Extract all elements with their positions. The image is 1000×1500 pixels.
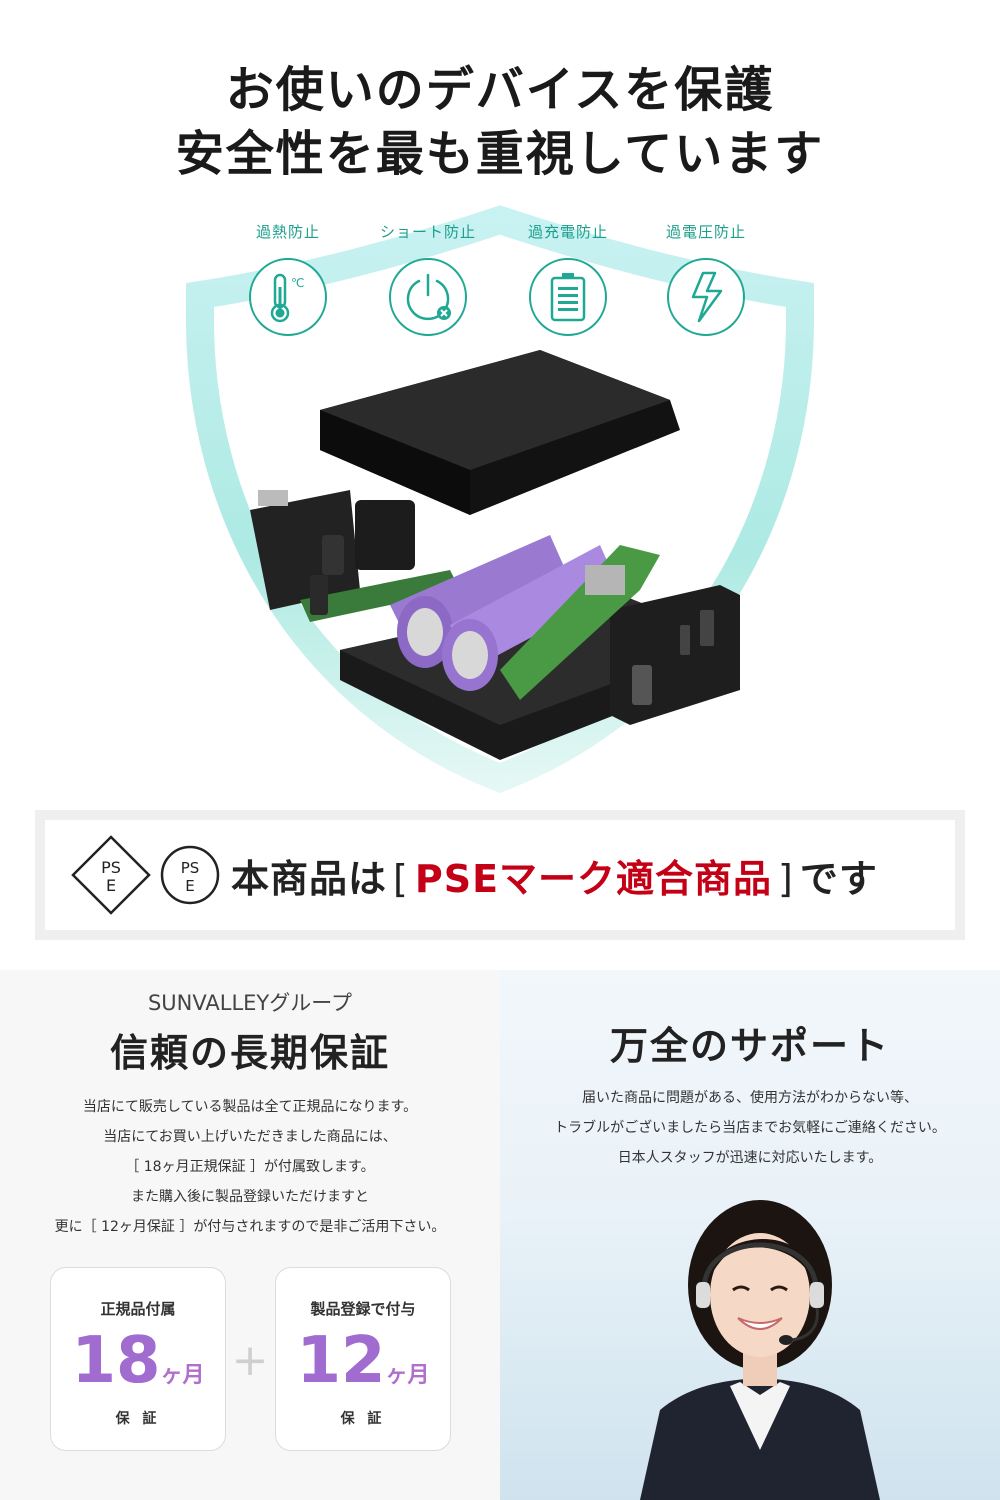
support-line: トラブルがございましたら当店までお気軽にご連絡ください。	[554, 1120, 946, 1136]
pse-bracket-open: [	[393, 856, 409, 901]
svg-text:℃: ℃	[291, 276, 304, 290]
card-number: 12	[296, 1324, 386, 1398]
pse-banner: PS E PS E 本商品は[PSEマーク適合商品]です	[35, 810, 965, 940]
svg-text:PS: PS	[101, 858, 121, 877]
feature-label: 過熱防止	[255, 223, 320, 241]
support-staff-photo	[640, 1200, 880, 1500]
plus-sign: +	[231, 1335, 269, 1386]
pse-highlight: PSEマーク適合商品	[414, 856, 773, 901]
support-panel: 万全のサポート 届いた商品に問題がある、使用方法がわからない等、 トラブルがござ…	[500, 970, 1000, 1500]
svg-text:E: E	[106, 876, 116, 895]
support-line: 日本人スタッフが迅速に対応いたします。	[617, 1150, 883, 1166]
power-bank-exploded-illustration	[250, 350, 740, 760]
card-duration: 18ヶ月	[51, 1324, 225, 1398]
hero-section: お使いのデバイスを保護 安全性を最も重視しています 過熱防止 ℃	[0, 58, 1000, 794]
pse-bracket-close: ]	[778, 856, 794, 901]
group-name: SUNVALLEYグループ	[147, 991, 353, 1015]
feature-short-circuit: ショート防止	[358, 220, 498, 336]
feature-overcharge: 過充電防止	[498, 220, 638, 336]
support-title: 万全のサポート	[609, 1024, 890, 1068]
feature-label: ショート防止	[379, 223, 476, 241]
protection-features: 過熱防止 ℃ ショート防止	[220, 220, 780, 350]
svg-text:E: E	[185, 877, 194, 895]
pse-tail: です	[799, 856, 878, 901]
card-label: 製品登録で付与	[310, 1300, 416, 1318]
warranty-line: 更に［ 12ヶ月保証 ］が付与されますので是非ご活用下さい。	[54, 1219, 446, 1235]
warranty-title: 信頼の長期保証	[109, 1031, 390, 1075]
feature-label: 過充電防止	[527, 223, 608, 241]
feature-overvoltage: 過電圧防止	[636, 220, 776, 336]
battery-icon	[529, 258, 607, 336]
warranty-line: 当店にてお買い上げいただきました商品には、	[103, 1129, 397, 1145]
card-unit: ヶ月	[160, 1363, 205, 1388]
hero-title-line2: 安全性を最も重視しています	[175, 126, 825, 182]
card-unit: ヶ月	[385, 1363, 430, 1388]
warranty-card-standard: 正規品付属 18ヶ月 保 証	[50, 1267, 226, 1451]
hero-title-line1: お使いのデバイスを保護	[225, 62, 775, 118]
card-label: 正規品付属	[100, 1300, 176, 1318]
lightning-icon	[667, 258, 745, 336]
shield-outline-icon	[186, 205, 814, 794]
feature-label: 過電圧防止	[665, 223, 746, 241]
warranty-panel: SUNVALLEYグループ 信頼の長期保証 当店にて販売している製品は全て正規品…	[0, 970, 500, 1500]
support-line: 届いた商品に問題がある、使用方法がわからない等、	[582, 1090, 918, 1106]
pse-banner-inner: PS E PS E 本商品は[PSEマーク適合商品]です	[45, 820, 955, 930]
feature-overheat: 過熱防止 ℃	[218, 220, 358, 336]
pse-diamond-mark-icon: PS E	[71, 835, 151, 915]
card-foot: 保 証	[115, 1411, 161, 1427]
pse-statement: 本商品は[PSEマーク適合商品]です	[231, 848, 878, 903]
svg-text:PS: PS	[181, 859, 200, 877]
pse-lead: 本商品は	[231, 856, 388, 901]
warranty-description: 当店にて販売している製品は全て正規品になります。 当店にてお買い上げいただきまし…	[0, 1092, 500, 1242]
warranty-line: ［ 18ヶ月正規保証 ］が付属致します。	[125, 1159, 375, 1175]
pse-circle-mark-icon: PS E	[160, 845, 220, 905]
card-duration: 12ヶ月	[276, 1324, 450, 1398]
warranty-line: また購入後に製品登録いただけますと	[131, 1189, 369, 1205]
warranty-line: 当店にて販売している製品は全て正規品になります。	[82, 1099, 418, 1115]
warranty-card-registration: 製品登録で付与 12ヶ月 保 証	[275, 1267, 451, 1451]
power-off-icon	[389, 258, 467, 336]
card-number: 18	[71, 1324, 161, 1398]
thermometer-icon: ℃	[249, 258, 327, 336]
card-foot: 保 証	[340, 1411, 386, 1427]
hero-title: お使いのデバイスを保護 安全性を最も重視しています	[0, 58, 1000, 186]
support-description: 届いた商品に問題がある、使用方法がわからない等、 トラブルがございましたら当店ま…	[500, 1083, 1000, 1173]
